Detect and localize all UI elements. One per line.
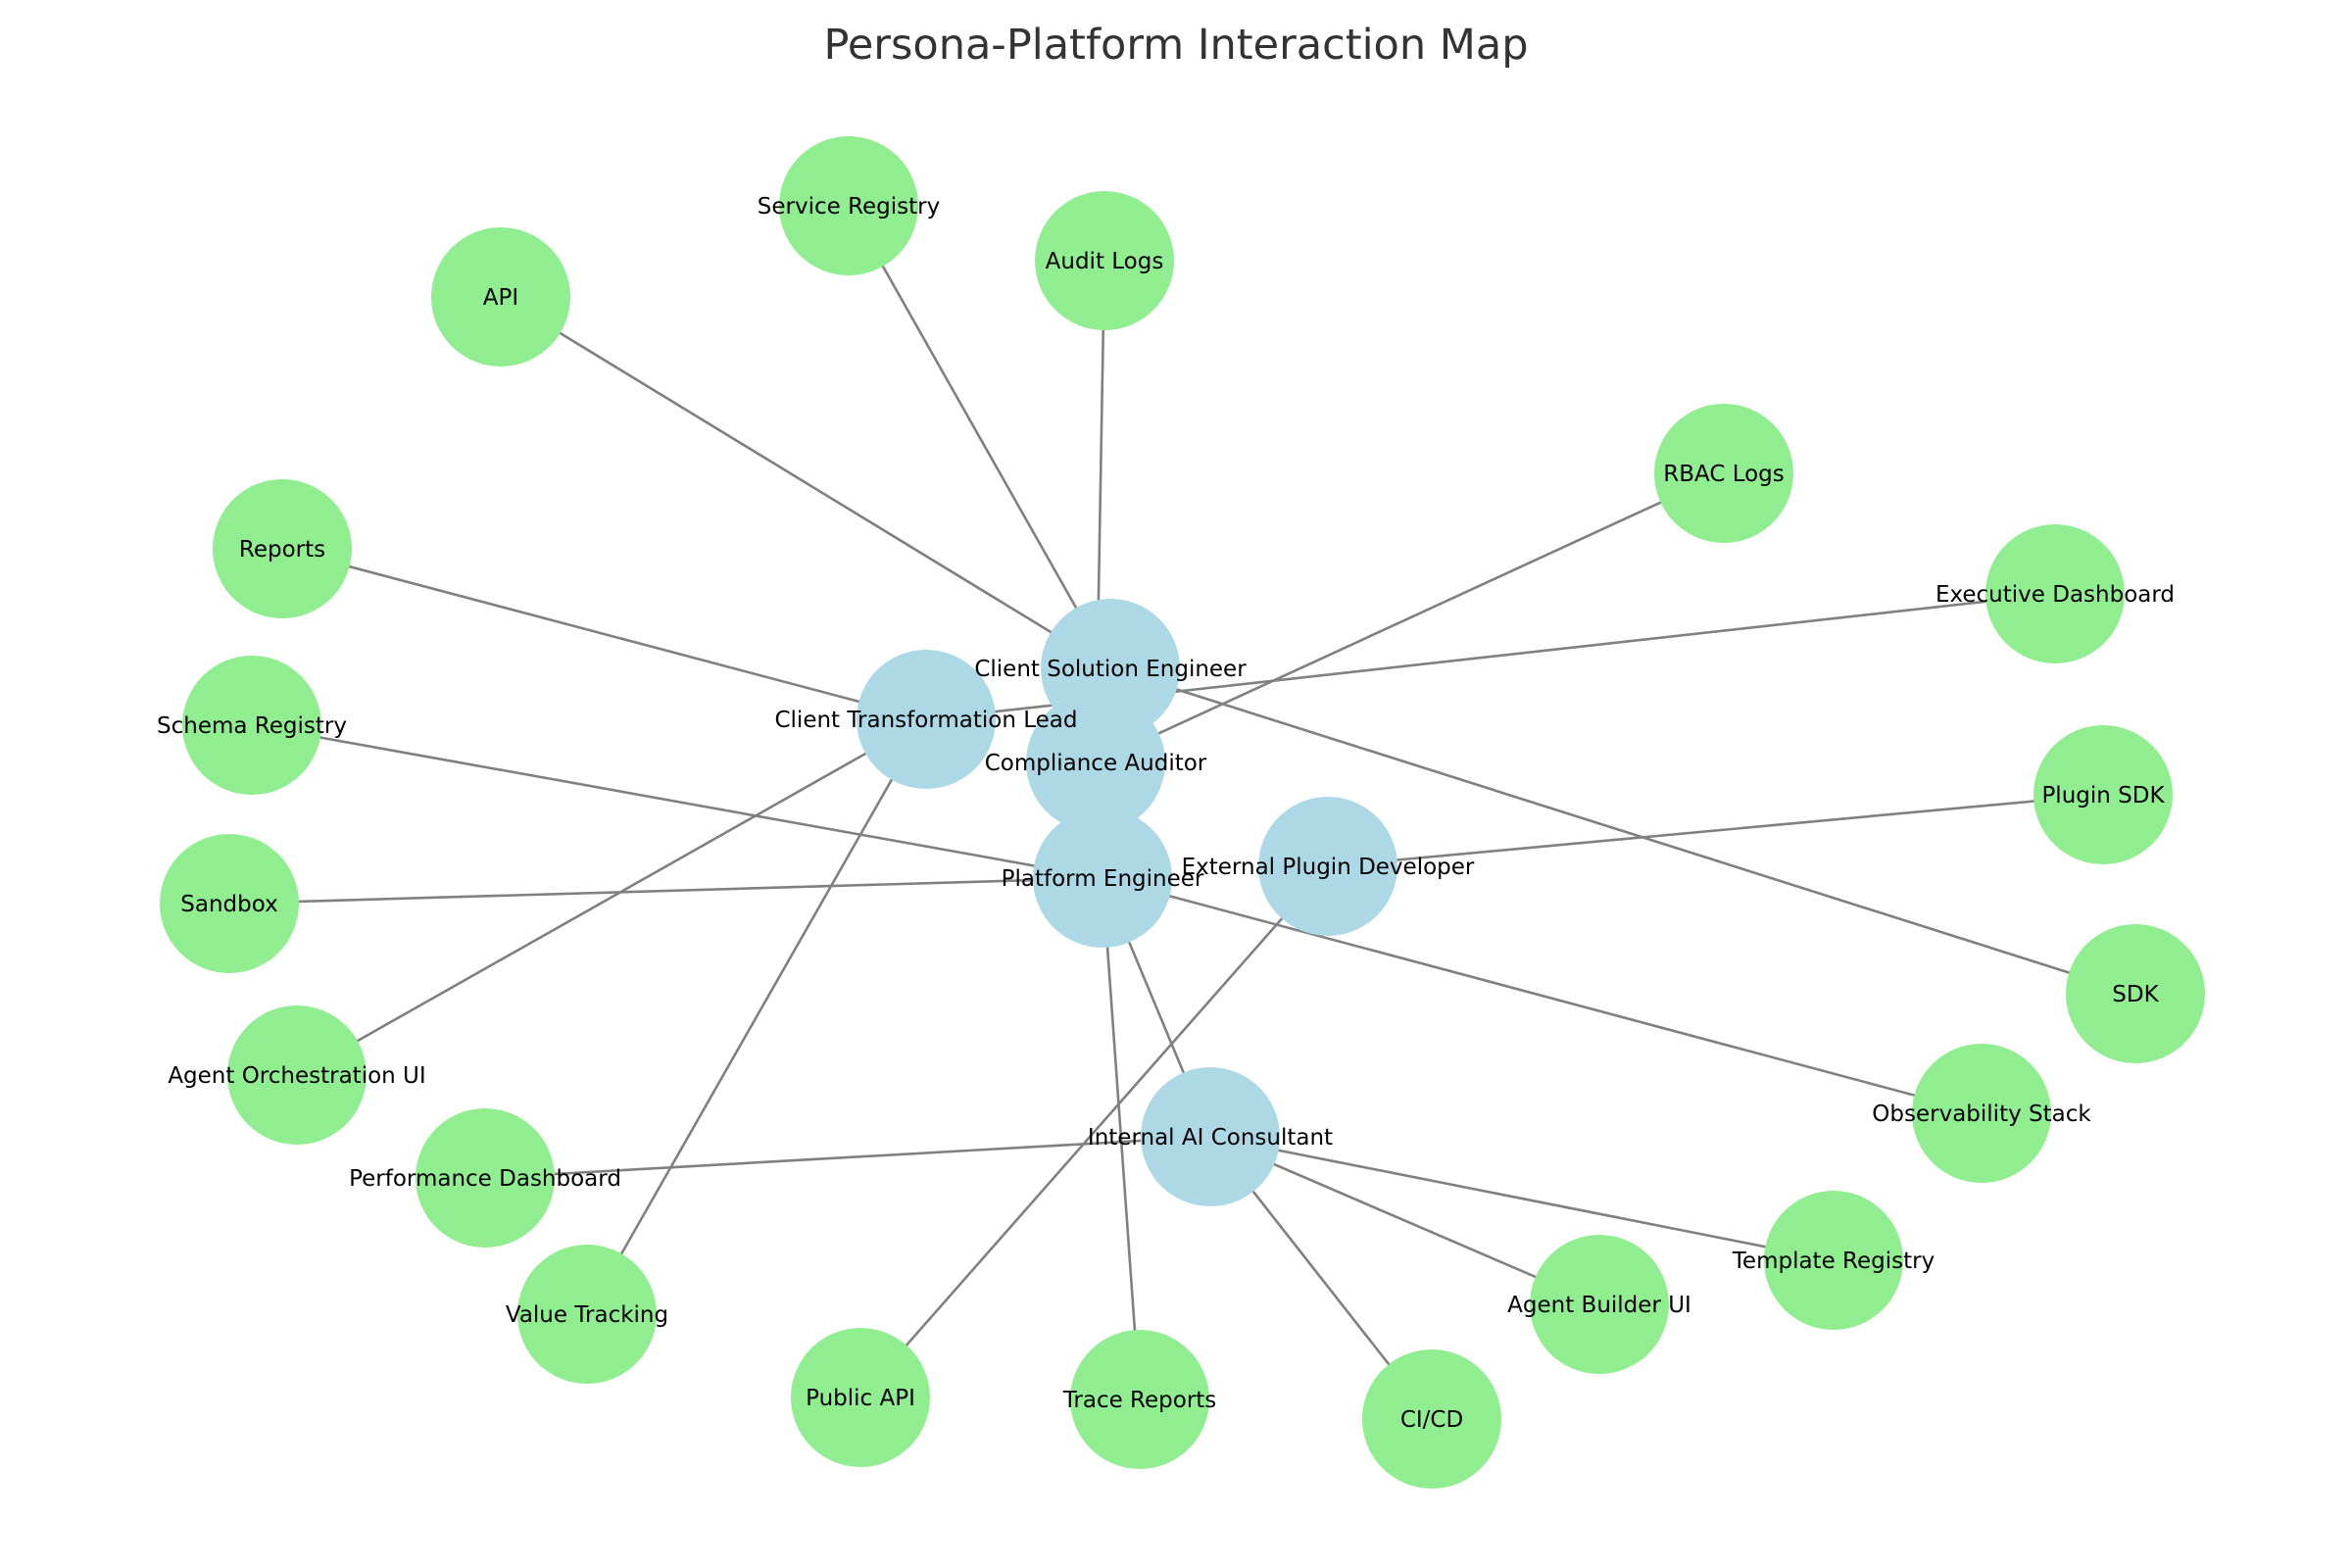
node-perf_dash: [416, 1108, 555, 1248]
node-audit_logs: [1035, 191, 1174, 330]
edge-ctl-value_tracking: [585, 718, 928, 1315]
edge-epd-plugin_sdk: [1327, 793, 2104, 868]
node-sandbox: [160, 834, 299, 973]
node-plugin_sdk: [2034, 725, 2173, 864]
node-service_registry: [779, 136, 918, 275]
node-label-cse: Client Solution Engineer: [974, 657, 1247, 682]
edge-cse-sdk: [1109, 666, 2136, 996]
node-label-ctl: Client Transformation Lead: [774, 708, 1077, 733]
node-pe: [1033, 808, 1172, 948]
node-sdk: [2066, 924, 2205, 1063]
node-label-value_tracking: Value Tracking: [506, 1302, 668, 1328]
edge-iac-perf_dash: [484, 1135, 1211, 1180]
node-label-service_registry: Service Registry: [758, 194, 940, 220]
node-ca: [1026, 693, 1165, 832]
node-label-sdk: SDK: [2112, 982, 2159, 1007]
node-iac: [1141, 1067, 1280, 1206]
node-label-schema_registry: Schema Registry: [157, 713, 347, 739]
node-label-ca: Compliance Auditor: [985, 751, 1207, 776]
edge-pe-observability: [1102, 876, 1983, 1115]
node-agent_orch_ui: [227, 1005, 367, 1145]
node-label-trace_reports: Trace Reports: [1062, 1388, 1217, 1413]
node-label-agent_orch_ui: Agent Orchestration UI: [168, 1063, 425, 1089]
edge-pe-trace_reports: [1101, 877, 1142, 1400]
node-label-plugin_sdk: Plugin SDK: [2041, 783, 2165, 808]
node-trace_reports: [1070, 1330, 1209, 1469]
node-value_tracking: [517, 1245, 657, 1384]
node-public_api: [791, 1328, 930, 1467]
node-api: [431, 227, 570, 367]
node-label-reports: Reports: [239, 537, 325, 563]
node-label-pe: Platform Engineer: [1002, 866, 1204, 892]
edge-epd-public_api: [859, 865, 1329, 1398]
node-schema_registry: [182, 656, 321, 795]
node-template_registry: [1764, 1191, 1903, 1330]
edge-ctl-agent_orch_ui: [296, 717, 927, 1077]
node-rbac_logs: [1654, 404, 1793, 543]
edge-cse-service_registry: [847, 205, 1112, 669]
node-label-exec_dash: Executive Dashboard: [1936, 582, 2175, 608]
node-reports: [213, 479, 352, 618]
edge-cse-api: [500, 295, 1111, 670]
node-ctl: [857, 650, 996, 789]
node-cicd: [1362, 1349, 1501, 1489]
node-label-cicd: CI/CD: [1400, 1407, 1463, 1433]
node-epd: [1258, 797, 1397, 936]
node-agent_builder_ui: [1530, 1235, 1669, 1374]
node-label-perf_dash: Performance Dashboard: [349, 1166, 621, 1192]
node-label-template_registry: Template Registry: [1732, 1249, 1935, 1274]
edge-ctl-reports: [281, 547, 927, 721]
node-label-audit_logs: Audit Logs: [1046, 249, 1164, 274]
edge-pe-schema_registry: [251, 723, 1103, 880]
node-label-agent_builder_ui: Agent Builder UI: [1507, 1293, 1691, 1318]
edge-iac-agent_builder_ui: [1209, 1135, 1600, 1306]
node-exec_dash: [1985, 524, 2125, 663]
node-label-observability: Observability Stack: [1872, 1102, 2091, 1127]
node-label-iac: Internal AI Consultant: [1088, 1125, 1333, 1151]
node-label-public_api: Public API: [806, 1386, 915, 1411]
edge-pe-sandbox: [228, 876, 1103, 906]
edge-ca-rbac_logs: [1095, 471, 1725, 764]
edge-iac-template_registry: [1209, 1135, 1835, 1262]
node-label-api: API: [483, 285, 518, 311]
page-title: Persona-Platform Interaction Map: [823, 21, 1528, 70]
node-label-sandbox: Sandbox: [180, 892, 277, 917]
node-label-rbac_logs: RBAC Logs: [1663, 462, 1785, 487]
node-observability: [1912, 1044, 2051, 1183]
node-label-epd: External Plugin Developer: [1182, 855, 1475, 880]
